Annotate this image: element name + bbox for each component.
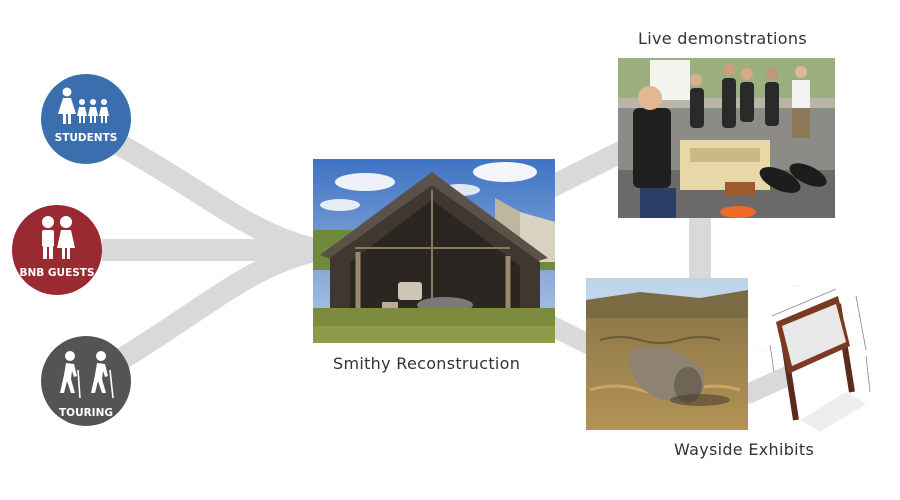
audience-bnb-guests: BNB GUESTS [12, 205, 102, 295]
caption-live-demonstrations: Live demonstrations [638, 29, 807, 48]
audience-label-touring: TOURING [59, 407, 113, 419]
connector-touring [114, 239, 321, 370]
family-icon [58, 87, 109, 124]
svg-text:· · ·: · · · [864, 371, 870, 376]
svg-text:· · ·: · · · [758, 348, 764, 353]
couple-icon [42, 216, 75, 259]
connector-wayside-sign [740, 365, 795, 405]
caption-smithy-reconstruction: Smithy Reconstruction [333, 354, 521, 373]
demonstration-photo [618, 58, 835, 218]
svg-text:· · ·: · · · [792, 283, 798, 288]
svg-text:· · ·: · · · [855, 314, 861, 319]
audience-label-bnb-guests: BNB GUESTS [19, 267, 94, 279]
audience-students: STUDENTS [41, 74, 131, 164]
connector-students [114, 135, 321, 261]
wayside-sign-drawing: · · · · · · · · · · · · [758, 283, 871, 432]
wayside-photo [586, 278, 748, 430]
audience-touring: TOURING [41, 336, 131, 426]
hikers-icon [60, 351, 114, 399]
audience-label-students: STUDENTS [55, 132, 118, 144]
connector-smithy-live [540, 140, 630, 200]
caption-wayside-exhibits: Wayside Exhibits [674, 440, 815, 459]
smithy-photo [313, 159, 555, 343]
